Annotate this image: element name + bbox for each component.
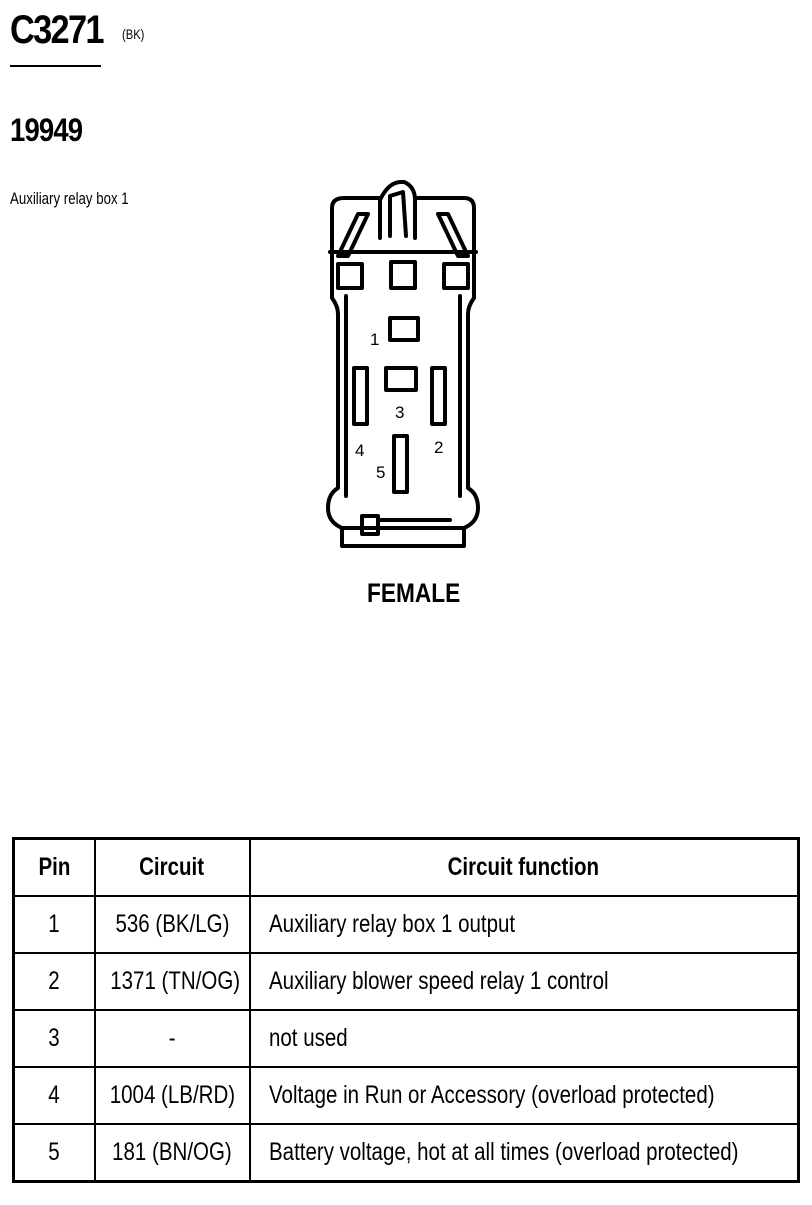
pin-3-cavity xyxy=(384,366,418,392)
pin-cell: 4 xyxy=(12,1066,96,1125)
top-cavity-center xyxy=(389,260,417,290)
table-row: 1 536 (BK/LG) Auxiliary relay box 1 outp… xyxy=(12,895,800,954)
circuit-function-cell: Battery voltage, hot at all times (overl… xyxy=(248,1123,800,1183)
pin-5-cavity xyxy=(392,434,409,494)
pinout-table: Pin Circuit Circuit function 1 536 (BK/L… xyxy=(12,837,800,1183)
pin-cell: 1 xyxy=(12,895,96,954)
circuit-cell: - xyxy=(93,1009,251,1068)
pin-cell: 2 xyxy=(12,952,96,1011)
circuit-cell: 181 (BN/OG) xyxy=(93,1123,251,1183)
circuit-function-cell: Auxiliary relay box 1 output xyxy=(248,895,800,954)
circuit-cell: 536 (BK/LG) xyxy=(93,895,251,954)
connector-body xyxy=(326,276,480,530)
connector-id: C3271 xyxy=(10,8,104,52)
pin-cell: 5 xyxy=(12,1123,96,1183)
pin-cell: 3 xyxy=(12,1009,96,1068)
table-header-row: Pin Circuit Circuit function xyxy=(12,837,800,897)
circuit-function-cell: not used xyxy=(248,1009,800,1068)
pin-4-label: 4 xyxy=(355,441,364,460)
bottom-key xyxy=(360,514,380,536)
connector-latch xyxy=(378,180,417,240)
pin-5-label: 5 xyxy=(376,463,385,482)
top-cavity-left xyxy=(336,262,364,290)
connector-gender-label: FEMALE xyxy=(367,578,461,608)
table-row: 4 1004 (LB/RD) Voltage in Run or Accesso… xyxy=(12,1066,800,1125)
table-row: 2 1371 (TN/OG) Auxiliary blower speed re… xyxy=(12,952,800,1011)
pin-3-label: 3 xyxy=(395,403,404,422)
left-guide-chevron xyxy=(336,212,370,258)
connector-description: Auxiliary relay box 1 xyxy=(10,189,129,208)
connector-face-diagram: 1 2 3 4 5 xyxy=(326,180,480,548)
pin-1-label: 1 xyxy=(370,330,379,349)
part-number: 19949 xyxy=(10,112,83,148)
pin-2-label: 2 xyxy=(434,438,443,457)
circuit-function-cell: Voltage in Run or Accessory (overload pr… xyxy=(248,1066,800,1125)
latch-tab xyxy=(388,190,408,238)
header-pin: Pin xyxy=(12,837,96,897)
circuit-function-cell: Auxiliary blower speed relay 1 control xyxy=(248,952,800,1011)
pin-4-cavity xyxy=(352,366,369,426)
connector-shroud-top xyxy=(330,196,476,280)
circuit-cell: 1371 (TN/OG) xyxy=(93,952,251,1011)
right-guide-chevron xyxy=(436,212,470,258)
circuit-cell: 1004 (LB/RD) xyxy=(93,1066,251,1125)
connector-color: (BK) xyxy=(122,26,145,42)
table-row: 5 181 (BN/OG) Battery voltage, hot at al… xyxy=(12,1123,800,1183)
title-underline xyxy=(10,65,101,67)
pin-1-cavity xyxy=(388,316,420,342)
header-circuit: Circuit xyxy=(93,837,251,897)
connector-bottom-lip xyxy=(340,526,466,548)
pin-2-cavity xyxy=(430,366,447,426)
header-circuit-function: Circuit function xyxy=(248,837,800,897)
table-row: 3 - not used xyxy=(12,1009,800,1068)
top-cavity-right xyxy=(442,262,470,290)
